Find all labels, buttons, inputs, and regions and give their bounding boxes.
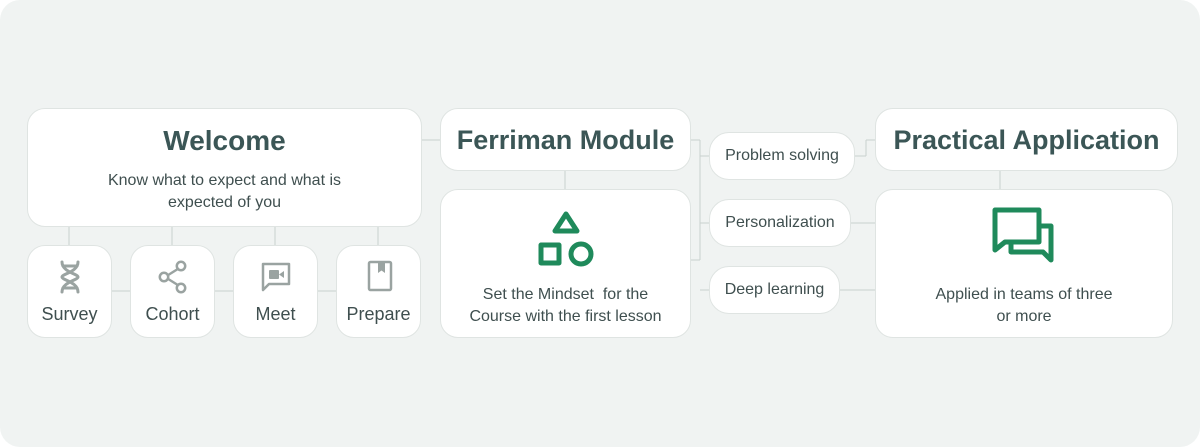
welcome-description-line2: expected of you (168, 194, 281, 211)
ferriman-title-card: Ferriman Module (440, 108, 691, 171)
practical-title: Practical Application (893, 125, 1160, 155)
meet-label: Meet (255, 304, 296, 324)
welcome-description: Know what to expect and what is expected… (28, 170, 421, 214)
ferriman-card: Set the Mindset for the Course with the … (440, 189, 691, 338)
practical-title-card: Practical Application (875, 108, 1178, 171)
ferriman-title: Ferriman Module (456, 125, 675, 155)
practical-description-line2: or more (996, 308, 1052, 325)
prepare-label: Prepare (346, 304, 411, 324)
practical-description-line1: Applied in teams of three (935, 286, 1113, 303)
practical-description: Applied in teams of three or more (876, 284, 1172, 328)
ferriman-description-line1: Set the Mindset for the (482, 286, 649, 303)
survey-label: Survey (41, 304, 98, 324)
shapes-icon (538, 211, 594, 267)
pill-personalization: Personalization (709, 199, 851, 247)
book-icon (367, 260, 393, 292)
welcome-description-line1: Know what to expect and what is (107, 172, 342, 189)
video-chat-icon (261, 262, 291, 292)
dna-icon (60, 260, 80, 294)
cohort-label: Cohort (145, 304, 200, 324)
survey-card: Survey (27, 245, 112, 338)
prepare-card: Prepare (336, 245, 421, 338)
pill-deep-learning: Deep learning (709, 266, 840, 314)
pill-problem-solving: Problem solving (709, 132, 855, 180)
meet-card: Meet (233, 245, 318, 338)
ferriman-description-line2: Course with the first lesson (469, 308, 662, 325)
chat-bubbles-icon (992, 207, 1054, 263)
welcome-title: Welcome (163, 125, 286, 156)
cohort-card: Cohort (130, 245, 215, 338)
welcome-card: Welcome Know what to expect and what is … (27, 108, 422, 227)
share-icon (158, 260, 187, 294)
practical-card: Applied in teams of three or more (875, 189, 1173, 338)
ferriman-description: Set the Mindset for the Course with the … (441, 284, 690, 328)
